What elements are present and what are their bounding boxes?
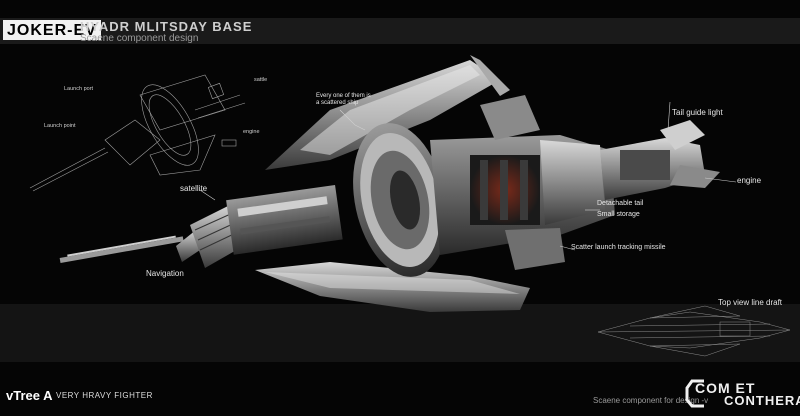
ship-class: VERY HRAVY FIGHTER — [56, 391, 153, 400]
callout-leaders — [199, 101, 737, 251]
callout-tail-guide-light: Tail guide light — [672, 108, 723, 117]
brand-line-1: COM ET — [695, 380, 756, 396]
sketch-label-engine: engine — [243, 129, 260, 135]
footer-note: Scaene component for design -v — [593, 396, 709, 405]
sketch-label-launch-port: Launch port — [64, 86, 94, 92]
side-sketch — [29, 74, 246, 192]
page-title: HYADR MLITSDAY BASE — [80, 19, 253, 34]
footer-band — [0, 304, 800, 362]
brand-logo-icon — [685, 379, 704, 408]
tail-section — [600, 120, 720, 200]
sketch-label-launch-point: Launch point — [44, 123, 76, 129]
central-hub — [353, 123, 447, 277]
callout-small-storage: Small storage — [597, 211, 640, 218]
callout-scatter-missile: Scatter launch tracking missile — [571, 244, 666, 251]
header-band — [0, 18, 800, 44]
page-subtitle: Scaene component design — [80, 33, 199, 44]
callout-satellite: satellite — [180, 184, 208, 193]
callout-detachable-tail: Detachable tail — [597, 200, 644, 207]
sketch-label-sattle: sattle — [254, 77, 268, 83]
brand-line-2: CONTHERA — [724, 393, 800, 408]
callout-engine: engine — [737, 176, 762, 185]
lower-wing — [255, 262, 530, 312]
logo: JOKER-EV — [3, 20, 101, 40]
callout-scattered-ship: Every one of them is a scattered ship — [316, 93, 371, 106]
callout-navigation: Navigation — [146, 269, 184, 278]
satellite-module — [190, 184, 343, 268]
upper-wing — [265, 55, 510, 170]
navigation-antenna — [59, 230, 200, 263]
ship-name: vTree A — [6, 388, 53, 403]
top-view-label: Top view line draft — [718, 298, 783, 307]
top-view-sketch — [597, 305, 791, 357]
main-body — [430, 95, 615, 270]
